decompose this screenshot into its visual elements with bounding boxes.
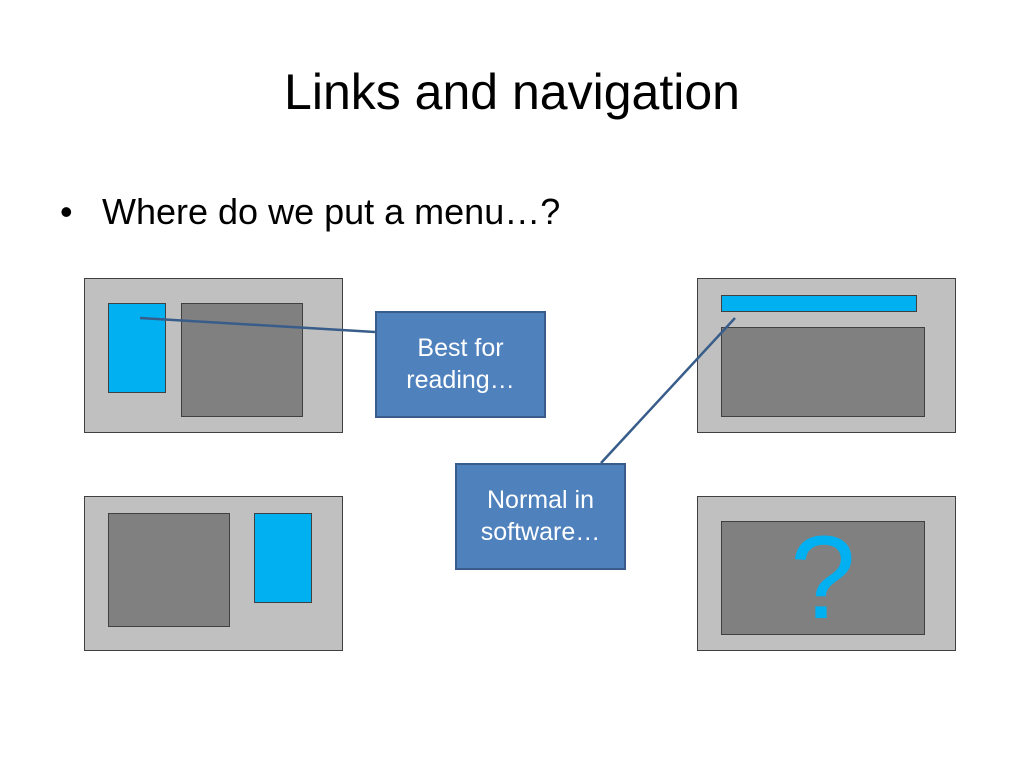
callout-line: software… — [480, 517, 601, 546]
bullet-text: Where do we put a menu…? — [102, 191, 561, 232]
content-block — [181, 303, 303, 417]
right-menu-block — [254, 513, 312, 603]
content-block — [108, 513, 230, 627]
layout-left-menu — [84, 278, 343, 433]
callout-line: Normal in — [487, 486, 594, 515]
left-menu-block — [108, 303, 166, 393]
content-block — [721, 327, 925, 417]
callout-line: reading… — [406, 365, 515, 394]
layout-right-menu — [84, 496, 343, 651]
content-block: ? — [721, 512, 925, 644]
slide-title: Links and navigation — [284, 64, 740, 120]
top-menu-block — [721, 295, 917, 312]
callout-best-for-reading: Best for reading… — [375, 311, 546, 418]
callout-line: Best for — [417, 334, 504, 363]
callout-normal-in-software: Normal in software… — [455, 463, 626, 570]
layout-unknown-menu: ? — [697, 496, 956, 651]
bullet-icon: • — [60, 191, 73, 232]
bullet-item: • Where do we put a menu…? — [60, 190, 560, 233]
layout-top-menu — [697, 278, 956, 433]
question-mark: ? — [790, 512, 856, 644]
